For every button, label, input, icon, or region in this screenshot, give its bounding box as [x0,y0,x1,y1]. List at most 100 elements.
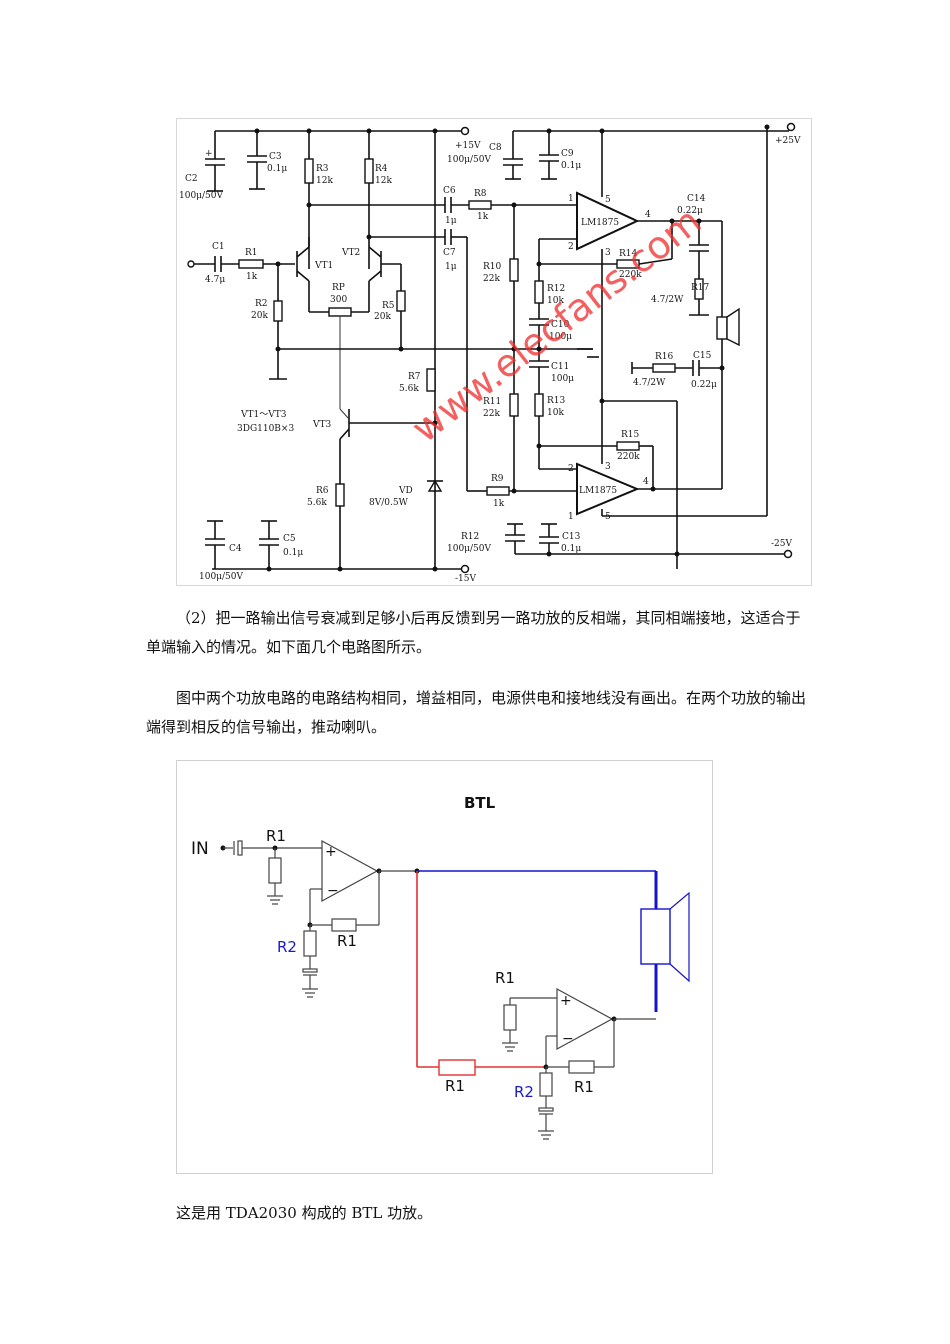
label-r1-input: R1 [266,827,286,845]
label-r5-val: 20k [374,312,391,322]
label-transistor-type: 3DG110B×3 [237,424,294,434]
svg-text:+: + [560,993,572,1009]
svg-text:5: 5 [605,512,611,522]
opamp-bottom-lm1875 [576,462,640,516]
label-r13-val: 10k [547,408,564,418]
label-r5: R5 [382,301,395,311]
label-r6: R6 [316,486,329,496]
label-c10: C10 [551,320,570,330]
label-c12: R12 [461,532,479,542]
label-r4: R4 [375,164,388,174]
label-r12-val: 10k [547,296,564,306]
label-r7: R7 [408,372,421,382]
label-c5: C5 [283,534,296,544]
label-c6: C6 [443,186,456,196]
label-transistors: VT1～VT3 [240,410,287,420]
svg-text:−: − [327,883,339,899]
label-ic-top: LM1875 [581,218,619,228]
label-vt1: VT1 [314,261,333,271]
terminal-minus25v [783,549,793,559]
speaker-coil [716,316,728,340]
label-rp-val: 300 [330,295,347,305]
label-r10-val: 22k [483,274,500,284]
label-c15-val: 0.22μ [691,380,717,390]
svg-text:3: 3 [605,248,611,258]
label-r2: R2 [255,299,268,309]
label-r1-red: R1 [445,1077,465,1095]
label-r2-val: 20k [251,311,268,321]
label-r15: R15 [621,430,640,440]
label-c8: C8 [489,143,502,153]
speaker-coil [640,908,671,965]
label-in: IN [191,839,209,859]
label-vt3: VT3 [312,420,332,430]
label-r11-val: 22k [483,409,500,419]
label-r1: R1 [245,248,258,258]
label-c1-val: 4.7μ [205,275,225,285]
label-c11-val: 100μ [551,374,574,384]
paragraph-1: （2）把一路输出信号衰减到足够小后再反馈到另一路功放的反相端，其同相端接地，这适… [146,609,801,656]
label-r3-val: 12k [316,176,333,186]
label-c3: C3 [269,152,282,162]
label-r9-val: 1k [493,499,505,509]
label-c3-val: 0.1μ [267,164,287,174]
terminal-plus15v [460,126,470,136]
label-ic-bottom: LM1875 [579,486,617,496]
label-r2-1: R2 [277,938,297,956]
label-c2: C2 [185,174,198,184]
label-r1-val: 1k [246,272,258,282]
label-c4-val: 100μ/50V [199,572,244,582]
label-c10-val: 100μ [549,332,572,342]
svg-text:2: 2 [568,242,574,252]
schematic-lm1875-svg: + C2 100μ/50V C3 0.1μ R3 12k R4 12k +15V… [179,122,801,584]
label-r7-val: 5.6k [399,384,419,394]
label-c2-val: 100μ/50V [179,191,224,201]
label-r2-2: R2 [514,1083,534,1101]
terminal-plus25v [786,122,796,132]
label-c14: C14 [687,194,706,204]
speaker-cone [726,307,740,347]
svg-text:1: 1 [568,194,574,204]
terminal-input [187,260,195,268]
label-vt2: VT2 [341,248,360,258]
label-r14: R14 [619,249,638,259]
svg-text:−: − [562,1031,574,1047]
label-c7-val: 1μ [445,262,457,272]
schematic-btl-svg: BTL IN R1 + − R1 R2 R1 R1 + − [191,794,690,1140]
svg-text:+: + [325,844,337,860]
label-r12: R12 [547,284,565,294]
svg-text:4: 4 [643,477,649,487]
label-plus25v: +25V [775,136,801,146]
label-r6-val: 5.6k [307,498,327,508]
label-vd: VD [398,486,413,496]
label-r17: R17 [691,283,710,293]
label-c8-val: 100μ/50V [447,155,492,165]
label-c9-val: 0.1μ [561,161,581,171]
label-minus15v: -15V [455,574,476,584]
svg-text:5: 5 [605,195,611,205]
label-rp: RP [332,283,345,293]
label-c5-val: 0.1μ [283,548,303,558]
label-r4-val: 12k [375,176,392,186]
opamp-top-lm1875 [576,191,640,251]
label-c4: C4 [229,544,242,554]
label-r1-noninv-2: R1 [495,969,515,987]
opamp-2 [556,987,614,1051]
label-minus25v: -25V [771,539,792,549]
label-c9: C9 [561,149,574,159]
label-c14-val: 0.22μ [677,206,703,216]
label-r14-val: 220k [619,270,642,280]
schematic-lm1875-btl: + C2 100μ/50V C3 0.1μ R3 12k R4 12k +15V… [176,118,812,586]
label-vd-val: 8V/0.5W [369,498,409,508]
label-r11: R11 [483,397,501,407]
title-btl: BTL [464,794,496,812]
label-c11: C11 [551,362,569,372]
label-c1: C1 [212,242,225,252]
label-plus15v: +15V [455,141,481,151]
opamp-1 [321,839,379,903]
label-r9: R9 [491,474,504,484]
schematic-btl: BTL IN R1 + − R1 R2 R1 R1 + − [176,760,713,1174]
label-r3: R3 [316,164,329,174]
svg-text:1: 1 [568,512,574,522]
label-c13-val: 0.1μ [561,544,581,554]
